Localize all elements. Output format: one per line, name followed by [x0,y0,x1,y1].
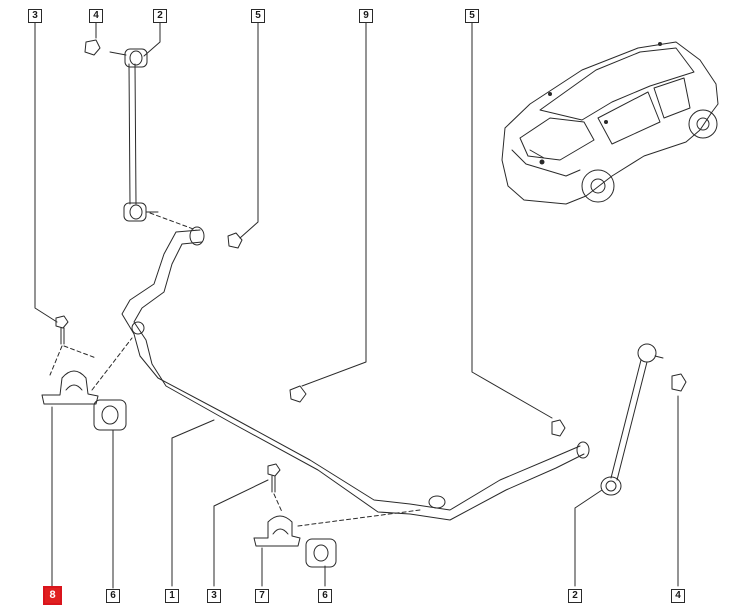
callout-2-link-right: 2 [568,589,582,603]
callout-5-nut-right: 5 [465,9,479,23]
callout-4-nut-right: 4 [671,589,685,603]
bolts [55,315,281,493]
vehicle-markers [539,42,662,165]
nuts [84,39,687,437]
stabilizer-bar [121,226,590,521]
assembly-dashes [49,212,421,527]
callout-2-link-left: 2 [153,9,167,23]
bushings [93,399,337,568]
callout-7-clamp: 7 [255,589,269,603]
callout-8-clamp-highlighted: 8 [43,586,62,605]
callout-5-nut: 5 [251,9,265,23]
callout-3-bolt-lower: 3 [207,589,221,603]
callout-3-bolt: 3 [28,9,42,23]
leader-lines [34,21,679,589]
callout-6-bushing-right: 6 [318,589,332,603]
stabilizer-link-left [109,48,159,222]
clamps [41,370,301,547]
vehicle-sketch [501,41,719,205]
callout-6-bushing-left: 6 [106,589,120,603]
callout-4-nut: 4 [89,9,103,23]
callout-9-nut: 9 [359,9,373,23]
stabilizer-link-right [600,343,664,496]
callout-1-stabilizer-bar: 1 [165,589,179,603]
